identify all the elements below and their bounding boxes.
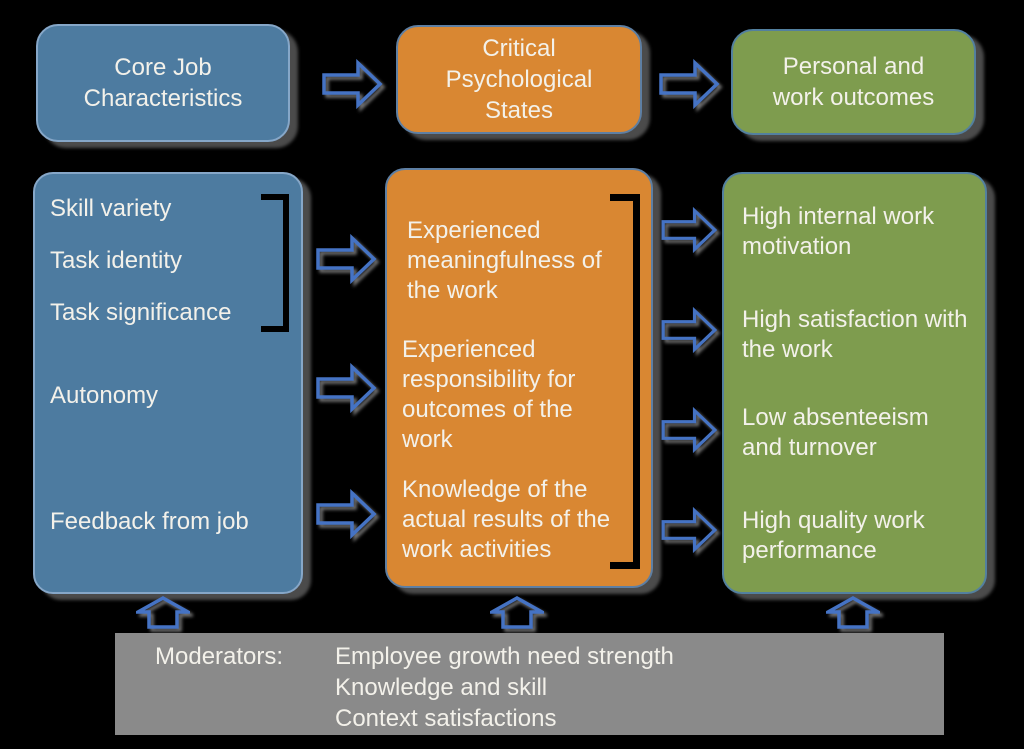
header-label-critical-psychological-states: Critical Psychological States xyxy=(445,35,593,124)
right-arrow-icon xyxy=(316,233,377,285)
item-task-significance: Task significance xyxy=(50,299,232,326)
right-arrow-icon xyxy=(322,58,383,110)
header-label-core-job-characteristics: Core Job Characteristics xyxy=(83,54,243,112)
item-task-identity: Task identity xyxy=(50,247,183,274)
item-low-absenteeism: Low absenteeism and turnover xyxy=(742,404,929,461)
moderator-employee-growth: Employee growth need strength xyxy=(335,643,674,670)
up-arrow-icon xyxy=(490,596,544,629)
moderators-bar: Moderators: Employee growth need strengt… xyxy=(115,633,944,735)
item-experienced-meaningfulness: Experienced meaningfulness of the work xyxy=(407,217,602,304)
item-experienced-responsibility: Experienced responsibility for outcomes … xyxy=(402,336,576,453)
item-autonomy: Autonomy xyxy=(50,382,159,409)
item-high-quality-performance: High quality work performance xyxy=(742,507,925,564)
right-arrow-icon xyxy=(316,488,377,540)
item-skill-variety: Skill variety xyxy=(50,195,172,222)
personal-work-outcomes-box: High internal work motivation High satis… xyxy=(722,172,987,594)
header-label-personal-work-outcomes: Personal and work outcomes xyxy=(772,53,935,111)
right-arrow-icon xyxy=(661,406,718,454)
item-high-internal-motivation: High internal work motivation xyxy=(742,203,935,260)
right-arrow-icon xyxy=(659,58,720,110)
core-job-characteristics-box: Skill variety Task identity Task signifi… xyxy=(33,172,303,594)
up-arrow-icon xyxy=(826,596,880,629)
right-arrow-icon xyxy=(316,362,377,414)
header-box-personal-work-outcomes: Personal and work outcomes xyxy=(731,29,976,135)
bracket-psychological-states xyxy=(610,194,640,569)
moderator-context-satisfactions: Context satisfactions xyxy=(335,705,557,732)
right-arrow-icon xyxy=(661,306,718,354)
item-high-satisfaction: High satisfaction with the work xyxy=(742,306,968,363)
right-arrow-icon xyxy=(661,206,718,254)
critical-psychological-states-box: Experienced meaningfulness of the work E… xyxy=(385,168,653,588)
right-arrow-icon xyxy=(661,506,718,554)
up-arrow-icon xyxy=(136,596,190,629)
item-feedback-from-job: Feedback from job xyxy=(50,508,249,535)
header-box-core-job-characteristics: Core Job Characteristics xyxy=(36,24,290,142)
moderator-knowledge-skill: Knowledge and skill xyxy=(335,674,548,701)
moderators-label: Moderators: xyxy=(155,643,284,670)
header-box-critical-psychological-states: Critical Psychological States xyxy=(396,25,642,134)
bracket-core-items xyxy=(261,194,289,332)
item-knowledge-of-results: Knowledge of the actual results of the w… xyxy=(402,476,611,563)
